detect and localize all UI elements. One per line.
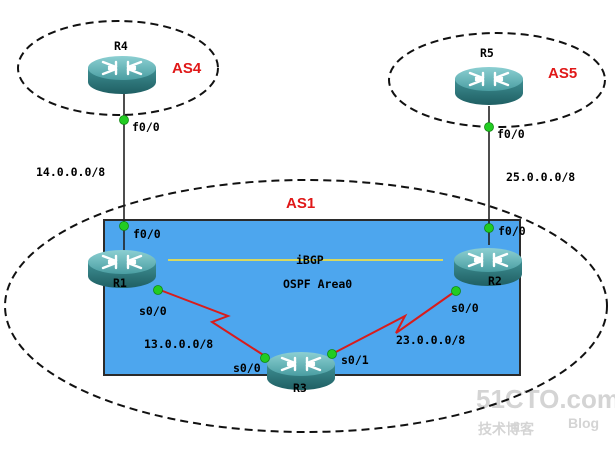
r1-f00-label: f0/0 xyxy=(133,227,161,241)
router-r2-label: R2 xyxy=(488,274,502,288)
r1-s00-label: s0/0 xyxy=(139,304,167,318)
network-25-label: 25.0.0.0/8 xyxy=(506,170,575,184)
as4-label: AS4 xyxy=(172,60,202,77)
as5-label: AS5 xyxy=(548,65,577,82)
watermark-blog: Blog xyxy=(568,415,599,431)
network-13-label: 13.0.0.0/8 xyxy=(144,337,213,351)
r3-s01-label: s0/1 xyxy=(341,353,369,367)
as1-label: AS1 xyxy=(286,195,315,212)
r2-s00-label: s0/0 xyxy=(451,301,479,315)
port-dot-r2-s00 xyxy=(451,286,461,296)
ospf-area-box xyxy=(103,219,521,376)
watermark: 51CTO.com 技术博客 Blog xyxy=(476,384,615,437)
r3-s00-label: s0/0 xyxy=(233,361,261,375)
as5-boundary xyxy=(388,32,606,128)
port-dot-r5-f00 xyxy=(484,122,494,132)
r4-f00-label: f0/0 xyxy=(132,120,160,134)
port-dot-r4-f00 xyxy=(119,115,129,125)
as1-boundary xyxy=(4,179,608,433)
r5-f00-label: f0/0 xyxy=(497,127,525,141)
router-r5-label: R5 xyxy=(480,46,494,60)
port-dot-r1-s00 xyxy=(153,285,163,295)
port-dot-r3-s01 xyxy=(327,349,337,359)
network-14-label: 14.0.0.0/8 xyxy=(36,165,105,179)
ospf-area-label: OSPF Area0 xyxy=(283,277,352,291)
watermark-site: 51CTO.com xyxy=(476,384,615,414)
router-r4-icon xyxy=(86,54,158,96)
port-dot-r3-s00 xyxy=(260,353,270,363)
link-serial-r2-r3 xyxy=(331,289,458,355)
watermark-tagline: 技术博客 xyxy=(478,421,535,437)
router-r3-label: R3 xyxy=(293,381,307,395)
network-23-label: 23.0.0.0/8 xyxy=(396,333,465,347)
router-r1-label: R1 xyxy=(113,276,127,290)
port-dot-r1-f00 xyxy=(119,221,129,231)
link-serial-r1-r3 xyxy=(159,289,269,359)
router-r5-icon xyxy=(453,65,525,107)
ibgp-label: iBGP xyxy=(296,253,324,267)
router-r4-label: R4 xyxy=(114,39,128,53)
as4-boundary xyxy=(17,20,219,116)
port-dot-r2-f00 xyxy=(484,223,494,233)
r2-f00-label: f0/0 xyxy=(498,224,526,238)
